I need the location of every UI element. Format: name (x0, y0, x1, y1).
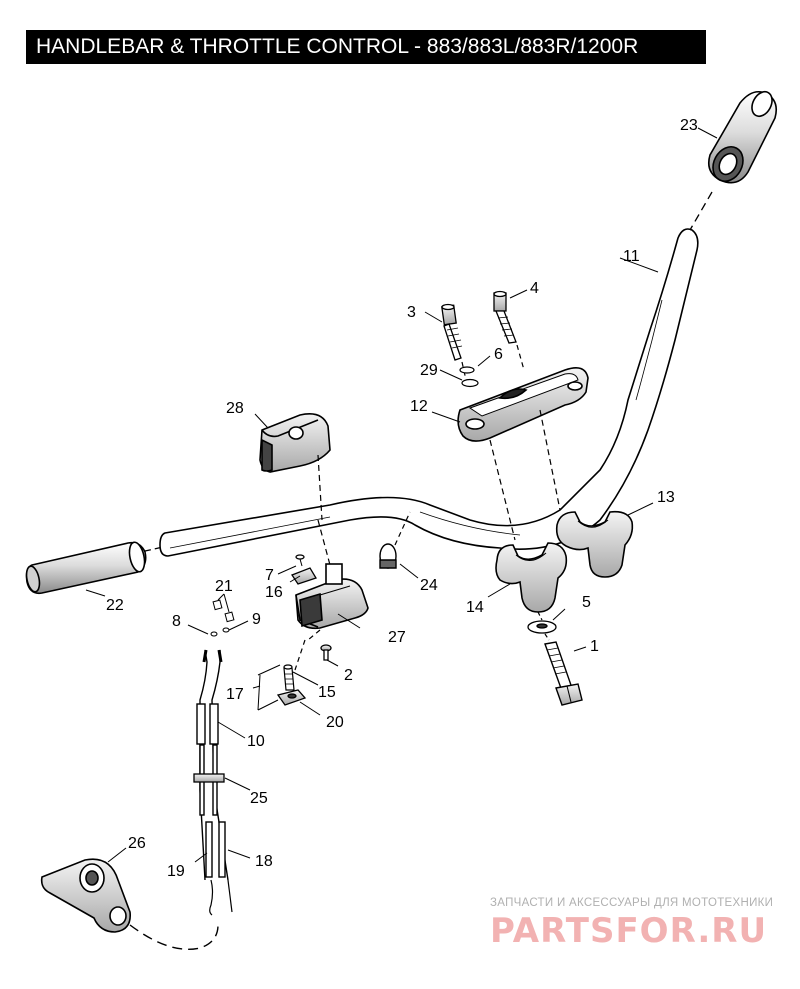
riser-14 (495, 542, 568, 613)
callout-9: 9 (252, 611, 261, 628)
leader-lines (85, 127, 718, 863)
callout-numbers: 1 2 3 4 5 6 7 8 9 10 11 12 13 14 15 16 1… (106, 117, 698, 880)
callout-22: 22 (106, 597, 124, 614)
callout-14: 14 (466, 599, 484, 616)
callout-26: 26 (128, 835, 146, 852)
callout-6: 6 (494, 346, 503, 363)
switch-housing-upper-28 (259, 413, 331, 473)
riser-top-clamp (457, 367, 589, 442)
riser-top-screw-3 (441, 303, 463, 361)
cable-clip-25 (193, 773, 225, 783)
callout-29: 29 (420, 362, 438, 379)
throttle-housing-27 (295, 563, 369, 630)
callout-4: 4 (530, 280, 539, 297)
riser-13 (555, 510, 634, 578)
washer-5 (527, 620, 557, 634)
callout-1: 1 (590, 638, 599, 655)
watermark: ЗАПЧАСТИ И АКСЕССУАРЫ ДЛЯ МОТОТЕХНИКИ PA… (490, 897, 773, 951)
washer-29 (461, 378, 479, 388)
callout-16: 16 (265, 584, 283, 601)
ferrule-8 (210, 631, 218, 637)
washer-6 (459, 366, 475, 374)
ferrule-clip-16 (291, 554, 317, 585)
callout-25: 25 (250, 790, 268, 807)
screw-2 (320, 644, 332, 661)
callout-20: 20 (326, 714, 344, 731)
friction-adjuster-20 (276, 689, 307, 706)
callout-7: 7 (265, 567, 274, 584)
handlebar (159, 228, 699, 557)
riser-top-screw-4 (493, 290, 517, 344)
ferrule-parts-21 (210, 593, 235, 637)
callout-8: 8 (172, 613, 181, 630)
tension-adjuster-screw-15 (283, 664, 295, 691)
callout-12: 12 (410, 398, 428, 415)
riser-bolt-1 (544, 641, 583, 706)
callout-17: 17 (226, 686, 244, 703)
left-grip (25, 541, 147, 595)
callout-19: 19 (167, 863, 185, 880)
diagram-title: HANDLEBAR & THROTTLE CONTROL - 883/883L/… (26, 30, 706, 64)
callout-10: 10 (247, 733, 265, 750)
watermark-brand: PARTSFOR.RU (490, 911, 767, 951)
ferrule-9 (222, 627, 230, 633)
callout-21: 21 (215, 578, 233, 595)
callout-15: 15 (318, 684, 336, 701)
right-grip (707, 90, 778, 184)
callout-18: 18 (255, 853, 273, 870)
callout-3: 3 (407, 304, 416, 321)
callout-28: 28 (226, 400, 244, 417)
callout-2: 2 (344, 667, 353, 684)
callout-24: 24 (420, 577, 438, 594)
callout-5: 5 (582, 594, 591, 611)
cable-strap-24 (379, 543, 397, 569)
callout-11: 11 (623, 248, 640, 265)
callout-13: 13 (657, 489, 675, 506)
callout-23: 23 (680, 117, 698, 134)
cable-guide-26 (40, 858, 132, 933)
screw-7 (295, 554, 305, 560)
watermark-tagline: ЗАПЧАСТИ И АКСЕССУАРЫ ДЛЯ МОТОТЕХНИКИ (490, 897, 773, 909)
callout-27: 27 (388, 629, 406, 646)
